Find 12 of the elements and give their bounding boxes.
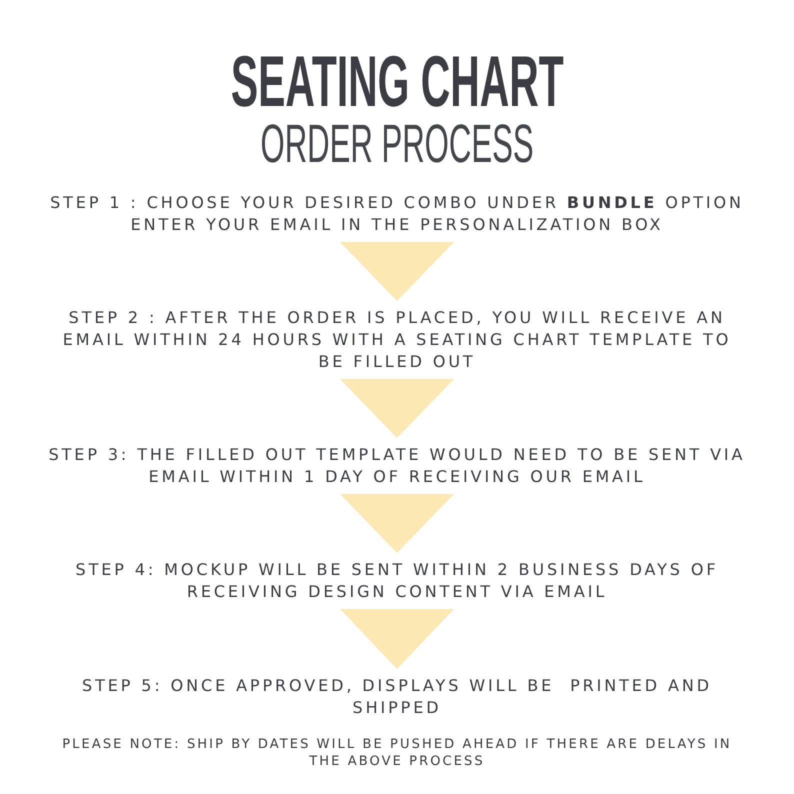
step-text: STEP 1 : CHOOSE YOUR DESIRED COMBO UNDER BUNDLE OPTION ENTER YOUR EMAIL IN THE PERSONALIZATION BOX (34, 186, 760, 242)
arrow (340, 609, 454, 669)
arrow (340, 379, 454, 438)
step-text: STEP 3: THE FILLED OUT TEMPLATE WOULD NEED TO BE SENT VIA EMAIL WITHIN 1 DAY OF RECEIVING OUR EMAIL (30, 438, 764, 494)
title: SEATING CHART (230, 46, 564, 118)
note-text: PLEASE NOTE: SHIP BY DATES WILL BE PUSHED AHEAD IF THERE ARE DELAYS IN THE ABOVE PROCESS (61, 736, 733, 770)
arrow (340, 242, 454, 301)
step-text: STEP 5: ONCE APPROVED, DISPLAYS WILL BE PRINTED AND SHIPPED (47, 669, 747, 725)
arrow (340, 494, 454, 553)
step-text: STEP 2 : AFTER THE ORDER IS PLACED, YOU WILL RECEIVE AN EMAIL WITHIN 24 HOURS WITH A SEATING CHART TEMPLATE TO BE FILLED OUT (57, 301, 737, 379)
subtitle: ORDER PROCESS (260, 117, 534, 171)
step-text: STEP 4: MOCKUP WILL BE SENT WITHIN 2 BUSINESS DAYS OF RECEIVING DESIGN CONTENT VIA EMAIL (47, 553, 747, 609)
